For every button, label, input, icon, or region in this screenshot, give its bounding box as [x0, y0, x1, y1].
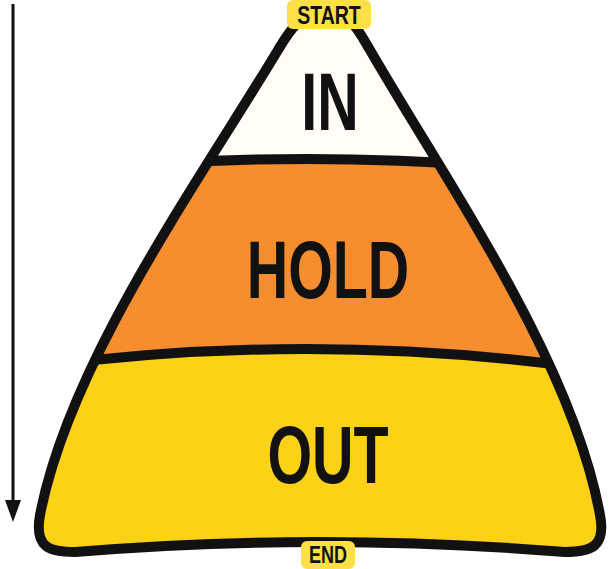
band-divider [0, 159, 613, 178]
band-dividers [0, 159, 613, 372]
band-label: IN [301, 61, 358, 143]
badge-label: START [297, 2, 361, 28]
band-shape [0, 0, 613, 178]
band-shape [0, 349, 613, 569]
start-badge: START [287, 0, 371, 29]
candy-border [39, 12, 602, 552]
flow-arrow-line [12, 4, 15, 502]
flow-arrow-head [5, 500, 21, 522]
band-divider [0, 349, 613, 372]
end-badge: END [301, 541, 355, 569]
band-label: HOLD [247, 229, 410, 311]
badge-label: END [309, 543, 347, 567]
band-shape [0, 159, 613, 372]
band-label: OUT [267, 414, 388, 496]
out-band: OUT [0, 320, 613, 569]
